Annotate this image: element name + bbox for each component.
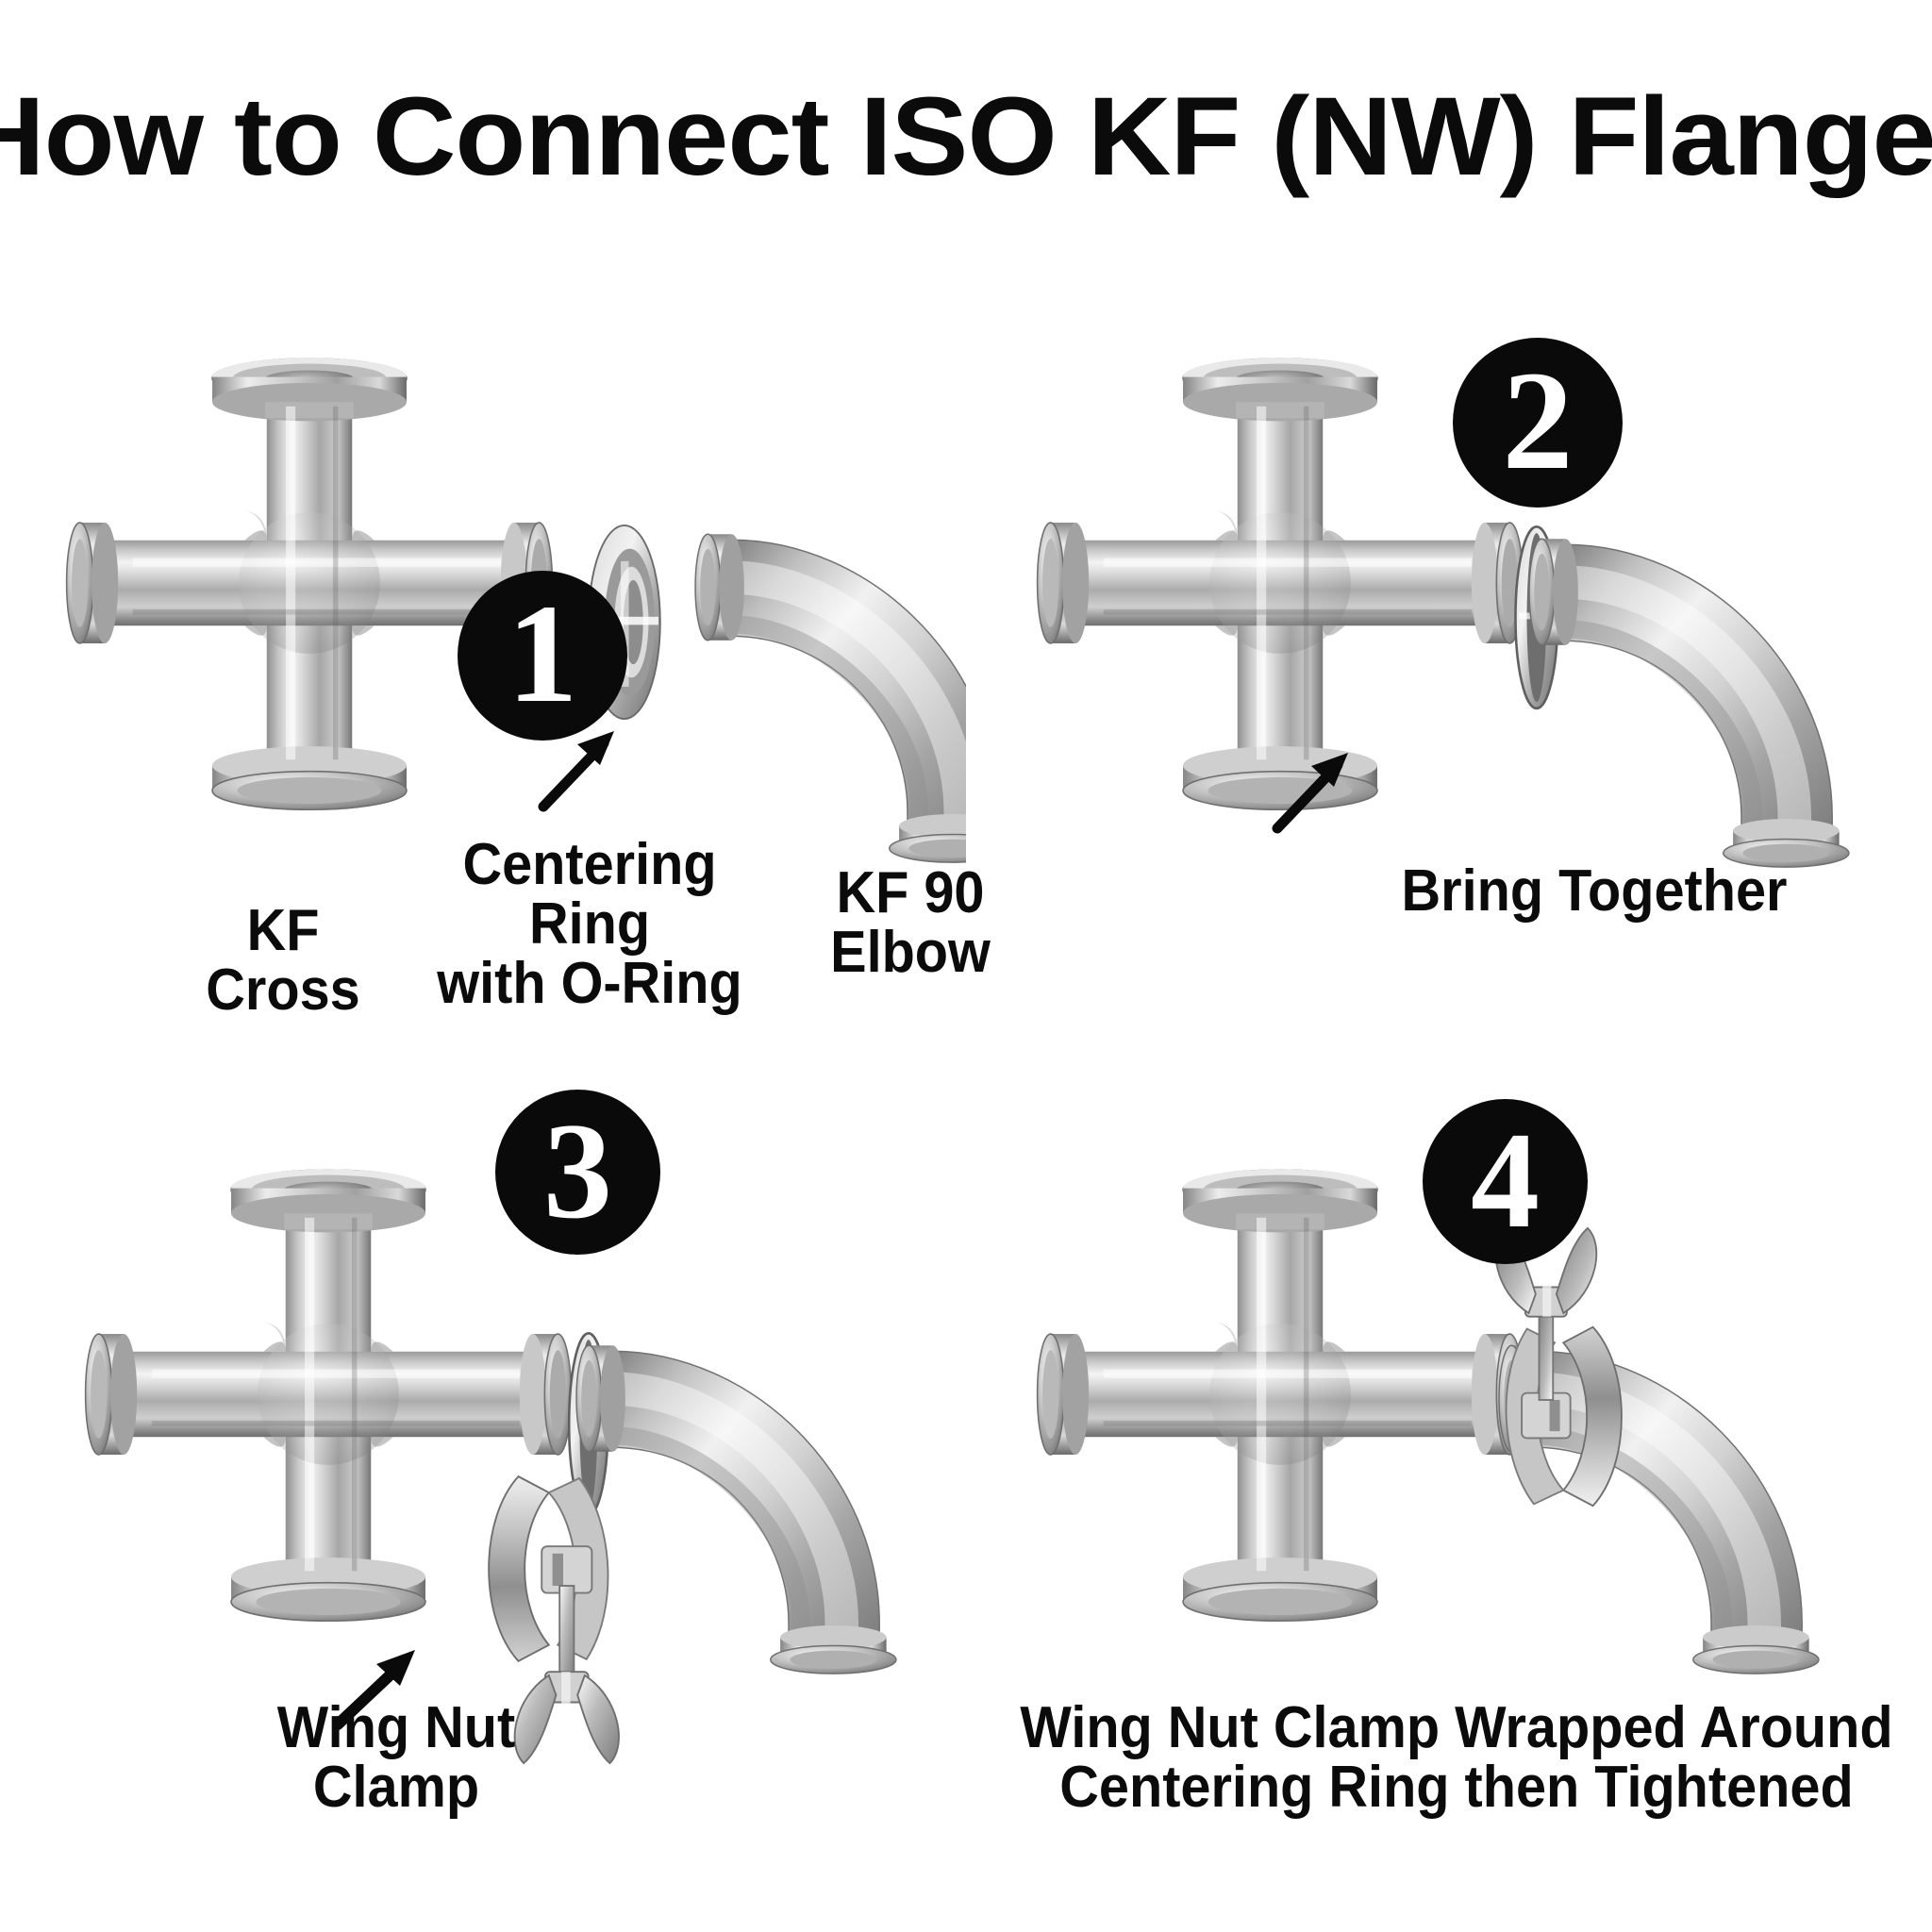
step-number-1: 1: [507, 575, 578, 732]
kf-cross-figure: [65, 357, 554, 811]
step-number-badge-1: 1: [458, 571, 627, 741]
step-number-4: 4: [1471, 1103, 1540, 1257]
label-kf-90-elbow: KF 90 Elbow: [830, 860, 991, 986]
step-number-badge-3: 3: [495, 1090, 660, 1255]
label-wing-nut-clamp-wrapped: Wing Nut Clamp Wrapped Around Centering …: [1020, 1695, 1893, 1821]
arrow-icon: [332, 1650, 415, 1730]
step-2-panel: 2: [966, 241, 1932, 1024]
arrow-icon: [1272, 753, 1348, 834]
kf-90-elbow-figure: [1524, 538, 1850, 868]
arrow-icon: [538, 731, 614, 812]
step-1-panel: 1: [0, 241, 966, 1024]
kf-cross-figure: [1036, 357, 1524, 811]
page-title: How to Connect ISO KF (NW) Flanges: [0, 75, 1932, 199]
label-centering-ring: Centering Ring with O-Ring: [437, 832, 742, 1017]
label-bring-together: Bring Together: [1401, 858, 1788, 924]
label-kf-cross: KF Cross: [206, 898, 360, 1024]
step-number-2: 2: [1502, 342, 1574, 499]
step-number-badge-4: 4: [1423, 1099, 1588, 1264]
step-2-illustration: [1036, 357, 1850, 868]
kf-90-elbow-figure: [571, 1344, 897, 1674]
step-1-illustration: [65, 357, 966, 863]
step-number-badge-2: 2: [1453, 338, 1623, 508]
step-number-3: 3: [543, 1093, 612, 1247]
kf-90-elbow-figure: [690, 533, 966, 863]
step-4-panel: 4: [966, 1047, 1932, 1896]
step-3-illustration: [84, 1168, 897, 1765]
step-3-panel: 3: [0, 1047, 966, 1896]
label-wing-nut-clamp: Wing Nut Clamp: [276, 1695, 516, 1821]
